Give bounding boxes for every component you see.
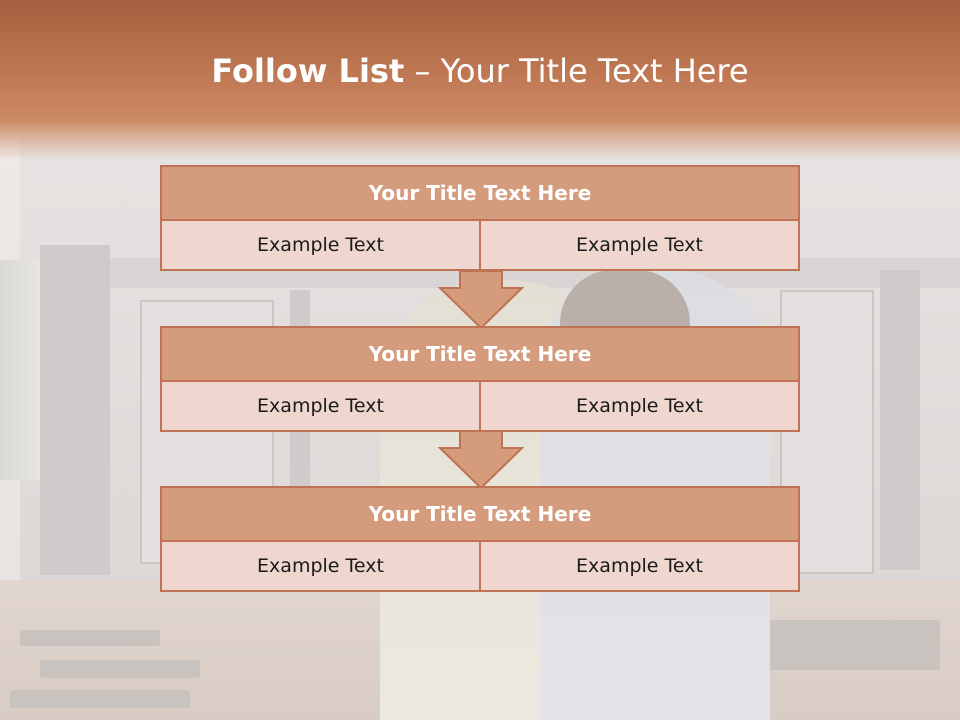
step-right-text: Example Text bbox=[481, 382, 800, 432]
title-bold: Follow List bbox=[211, 52, 405, 90]
step-left-text: Example Text bbox=[160, 221, 481, 271]
title-rest: – Your Title Text Here bbox=[414, 52, 749, 90]
step-right-text: Example Text bbox=[481, 221, 800, 271]
step-right-text: Example Text bbox=[481, 542, 800, 592]
down-arrow-icon bbox=[438, 270, 524, 330]
step-title: Your Title Text Here bbox=[160, 486, 800, 542]
step-left-text: Example Text bbox=[160, 382, 481, 432]
step-left-text: Example Text bbox=[160, 542, 481, 592]
slide-title: Follow List – Your Title Text Here bbox=[0, 52, 960, 90]
step-block-2: Your Title Text Here Example Text Exampl… bbox=[160, 326, 800, 432]
step-block-3: Your Title Text Here Example Text Exampl… bbox=[160, 486, 800, 592]
title-band bbox=[0, 0, 960, 160]
step-title: Your Title Text Here bbox=[160, 326, 800, 382]
step-title: Your Title Text Here bbox=[160, 165, 800, 221]
step-block-1: Your Title Text Here Example Text Exampl… bbox=[160, 165, 800, 271]
down-arrow-icon bbox=[438, 430, 524, 490]
